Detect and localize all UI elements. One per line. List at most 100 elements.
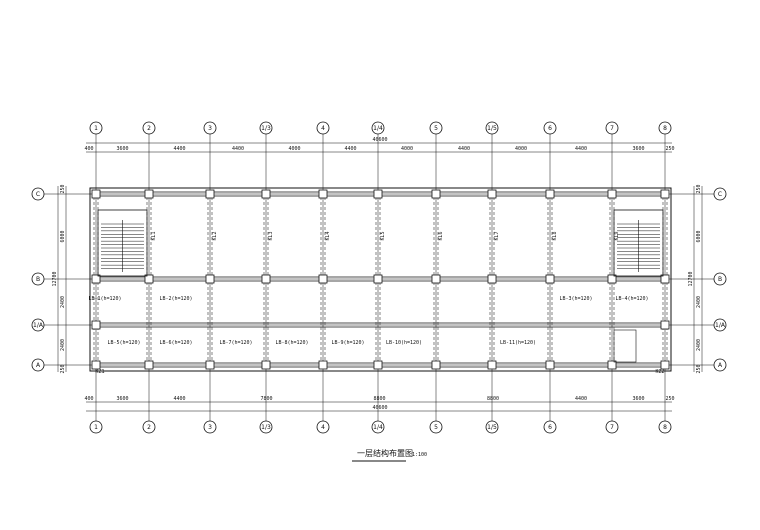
dim-left-seg-2: 2400 xyxy=(60,339,66,351)
column-label-0: KZ1 xyxy=(95,369,104,375)
vbeam-label-8: KL9 xyxy=(614,231,620,240)
dim-top-seg-5: 4000 xyxy=(401,146,413,152)
slab-label-0: LB-1(h=120) xyxy=(88,296,121,302)
axis-label-right-3: A xyxy=(718,362,723,369)
dim-top-seg-2: 4400 xyxy=(232,146,244,152)
axis-bubble-top-8 xyxy=(543,121,557,135)
axis-bubble-top-9 xyxy=(605,121,619,135)
axis-label-left-0: C xyxy=(36,191,40,198)
structure-outline xyxy=(89,187,672,372)
axis-bubble-top-6 xyxy=(429,121,443,135)
axis-label-top-4: 4 xyxy=(321,125,325,132)
vbeam-label-3: KL4 xyxy=(325,231,331,240)
axis-bubble-bottom-2 xyxy=(203,420,217,434)
slab-label-4: LB-5(h=120) xyxy=(107,340,140,346)
dim-top-seg-4: 4400 xyxy=(344,146,356,152)
dim-bot-seg-0: 3600 xyxy=(116,396,128,402)
dim-top-seg-0: 3600 xyxy=(116,146,128,152)
outer-wall xyxy=(89,187,672,372)
dim-top-total: 40600 xyxy=(372,137,387,143)
dim-left-seg-1: 2400 xyxy=(60,296,66,308)
slab-label-5: LB-6(h=120) xyxy=(159,340,192,346)
axis-label-bottom-4: 4 xyxy=(321,424,325,431)
column-28 xyxy=(607,189,617,199)
column-30 xyxy=(607,360,617,370)
column-5 xyxy=(144,274,154,284)
axis-label-right-2: 1/A xyxy=(715,322,726,329)
column-34 xyxy=(660,360,670,370)
axis-label-top-10: 8 xyxy=(663,125,667,132)
dim-bot-seg-6: 3600 xyxy=(632,396,644,402)
stair-box-right xyxy=(613,209,664,277)
column-22 xyxy=(487,189,497,199)
column-0 xyxy=(91,189,101,199)
axis-bubble-bottom-0 xyxy=(89,420,103,434)
dim-bot-seg-3: 8800 xyxy=(373,396,385,402)
slab-label-1: LB-2(h=120) xyxy=(159,296,192,302)
axis-bubble-top-2 xyxy=(203,121,217,135)
axis-bubble-top-10 xyxy=(658,121,672,135)
column-14 xyxy=(318,274,328,284)
slab-label-7: LB-8(h=120) xyxy=(275,340,308,346)
dim-top-seg-7: 4000 xyxy=(515,146,527,152)
column-21 xyxy=(431,360,441,370)
axis-bubble-top-7 xyxy=(485,121,499,135)
axis-label-bottom-10: 8 xyxy=(663,424,667,431)
axis-label-bottom-3: 1/3 xyxy=(261,424,271,431)
vbeam-label-2: KL3 xyxy=(268,231,274,240)
dim-top-seg-1: 4400 xyxy=(173,146,185,152)
vbeam-label-1: KL2 xyxy=(212,231,218,240)
axis-label-bottom-1: 2 xyxy=(147,424,151,431)
column-17 xyxy=(373,274,383,284)
axis-bubble-bottom-3 xyxy=(259,420,273,434)
column-12 xyxy=(261,360,271,370)
column-29 xyxy=(607,274,617,284)
axis-label-left-1: B xyxy=(36,276,40,283)
column-7 xyxy=(205,189,215,199)
axis-label-top-0: 1 xyxy=(94,125,98,132)
axis-bubble-left-0 xyxy=(31,187,45,201)
axis-label-left-2: 1/A xyxy=(33,322,44,329)
axis-label-right-1: B xyxy=(718,276,722,283)
axis-bubble-bottom-10 xyxy=(658,420,672,434)
slab-label-2: LB-3(h=120) xyxy=(559,296,592,302)
column-15 xyxy=(318,360,328,370)
column-3 xyxy=(91,360,101,370)
vbeam-label-6: KL7 xyxy=(494,231,500,240)
axis-label-bottom-7: 1/5 xyxy=(487,424,497,431)
dim-right-total: 12700 xyxy=(688,271,694,286)
axis-label-top-3: 1/3 xyxy=(261,125,271,132)
column-19 xyxy=(431,189,441,199)
axis-bubble-bottom-4 xyxy=(316,420,330,434)
column-27 xyxy=(545,360,555,370)
column-20 xyxy=(431,274,441,284)
axis-label-bottom-6: 5 xyxy=(434,424,438,431)
dim-right-seg-0: 6000 xyxy=(696,230,702,242)
dim-left-edge-top: 250 xyxy=(60,184,66,193)
column-6 xyxy=(144,360,154,370)
axis-bubble-top-5 xyxy=(371,121,385,135)
axis-label-top-2: 3 xyxy=(208,125,212,132)
column-24 xyxy=(487,360,497,370)
dim-left-seg-0: 6000 xyxy=(60,230,66,242)
axis-label-top-1: 2 xyxy=(147,125,151,132)
column-23 xyxy=(487,274,497,284)
axis-bubble-top-3 xyxy=(259,121,273,135)
axis-bubble-bottom-1 xyxy=(142,420,156,434)
column-33 xyxy=(660,320,670,330)
detail-box xyxy=(613,329,637,363)
axis-bubble-top-0 xyxy=(89,121,103,135)
column-1 xyxy=(91,274,101,284)
dim-bot-seg-5: 4400 xyxy=(575,396,587,402)
column-label-1: KZ2 xyxy=(655,369,664,375)
axis-label-bottom-8: 6 xyxy=(548,424,552,431)
dim-left-total: 12700 xyxy=(52,271,58,286)
axis-bubble-bottom-5 xyxy=(371,420,385,434)
axis-label-top-5: 1/4 xyxy=(373,125,383,132)
axis-bubble-right-0 xyxy=(713,187,727,201)
dim-top-seg-6: 4400 xyxy=(458,146,470,152)
axis-label-right-0: C xyxy=(718,191,722,198)
column-8 xyxy=(205,274,215,284)
axis-label-bottom-5: 1/4 xyxy=(373,424,383,431)
